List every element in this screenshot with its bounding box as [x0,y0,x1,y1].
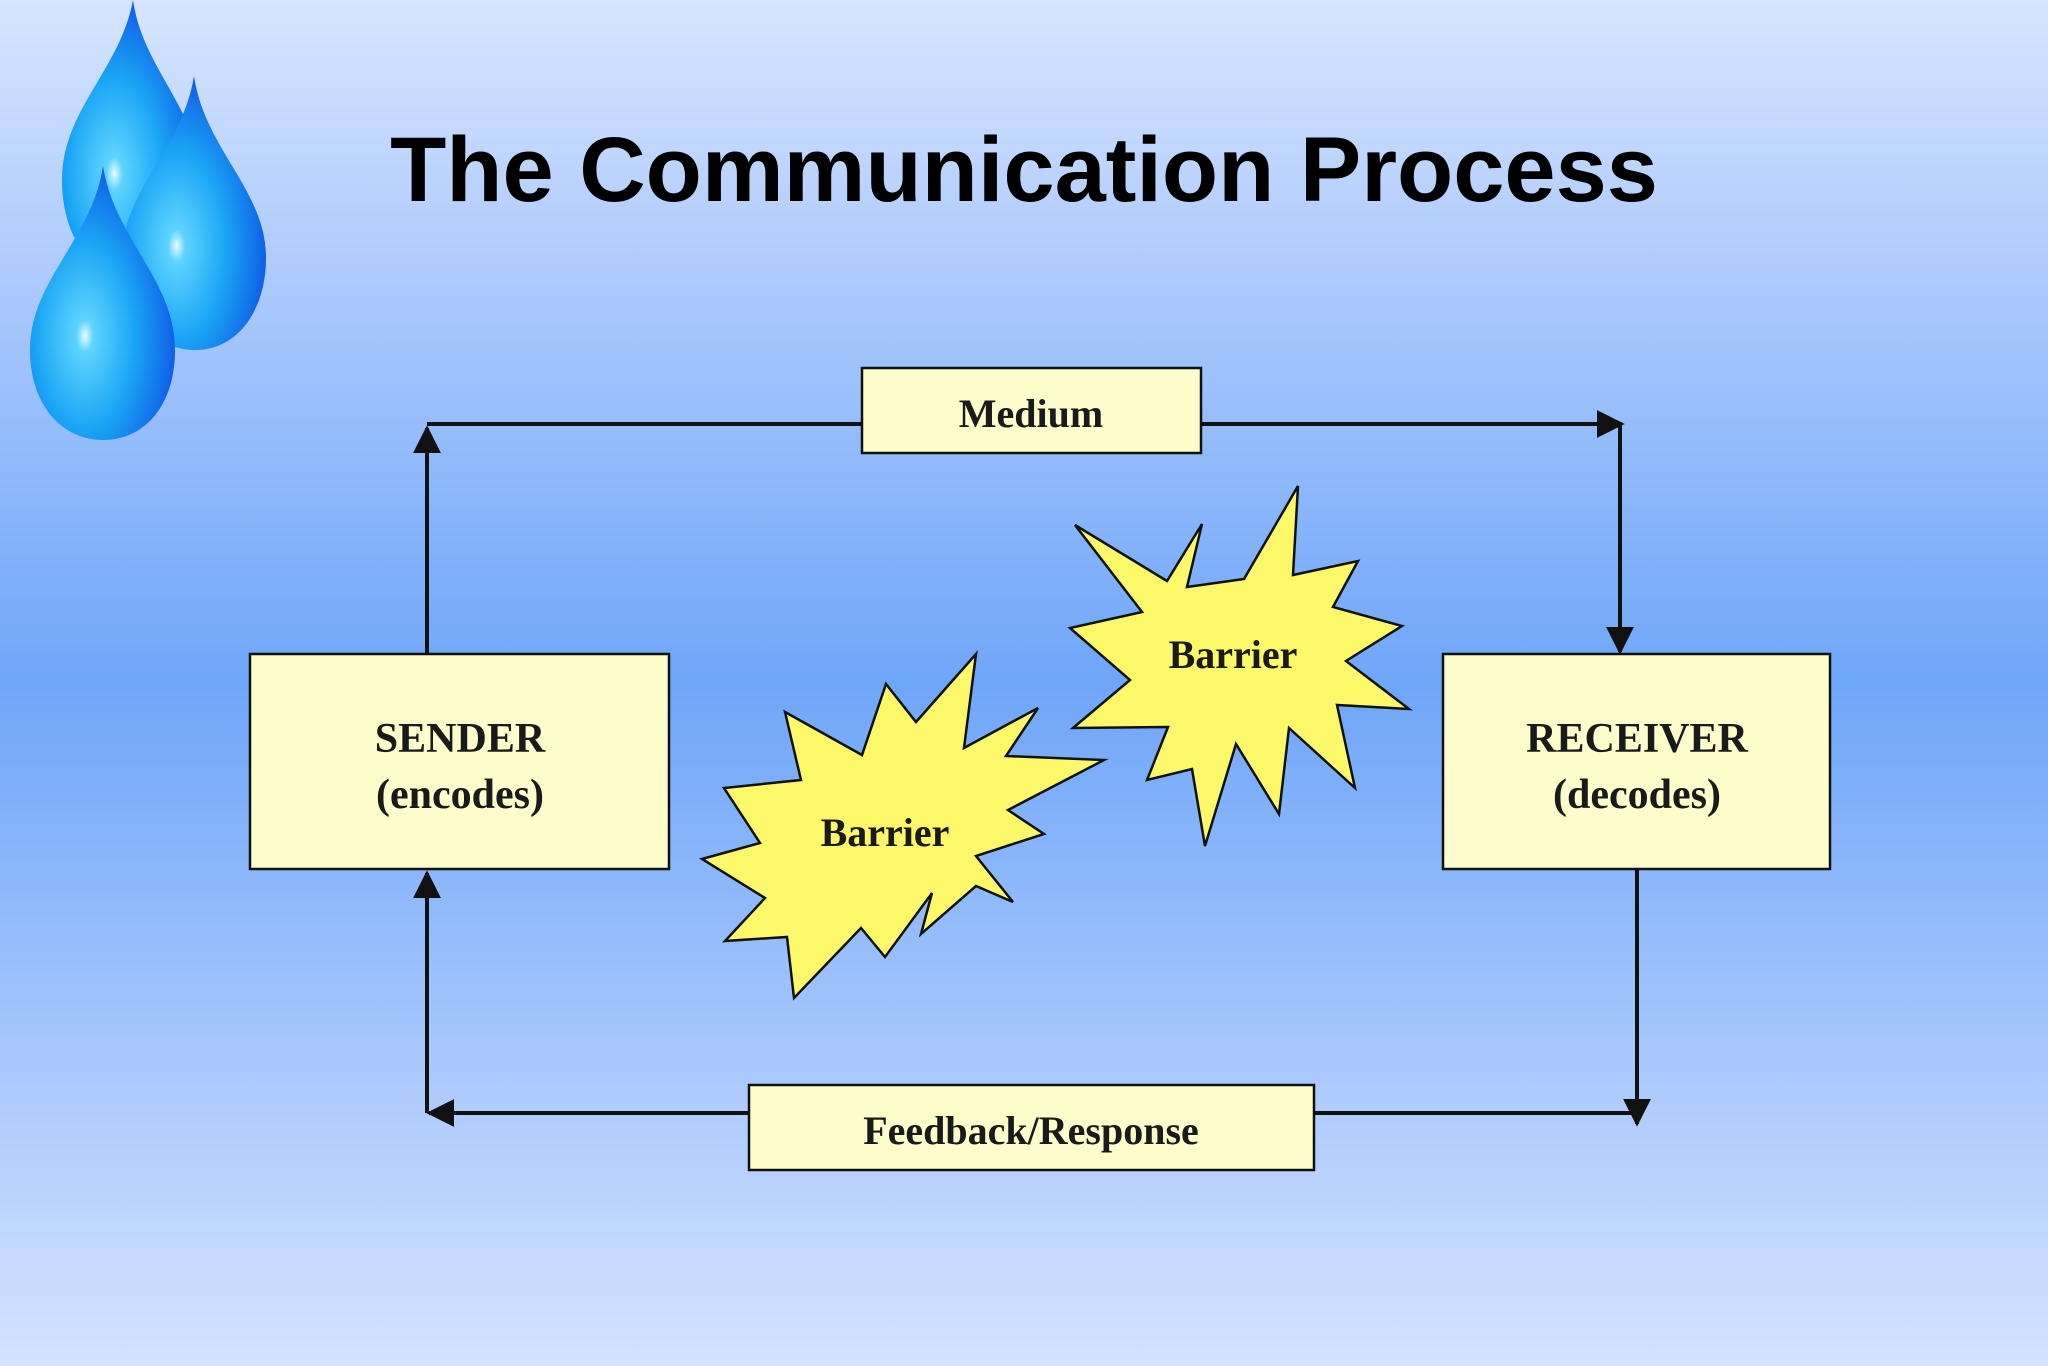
sender-title: SENDER [375,716,546,762]
sender-node: SENDER (encodes) [248,652,671,871]
receiver-node: RECEIVER (decodes) [1441,652,1832,871]
receiver-subtitle: (decodes) [1553,772,1721,818]
barrier-label-2: Barrier [1169,632,1298,677]
receiver-box [1441,652,1832,871]
medium-label: Medium [959,391,1103,436]
medium-node: Medium [860,366,1203,455]
medium-box [860,366,1203,455]
sender-subtitle: (encodes) [376,772,544,818]
receiver-title: RECEIVER [1526,716,1748,762]
barrier-burst-1: Barrier [698,650,1109,1001]
page-title: The Communication Process [390,119,1658,221]
sender-box [248,652,671,871]
feedback-node: Feedback/Response [747,1083,1316,1172]
water-drop-middle [122,76,266,350]
feedback-box [747,1083,1316,1172]
water-drop-front [30,166,175,440]
barrier-label-1: Barrier [821,810,950,855]
water-drops-icon [30,0,266,440]
feedback-label: Feedback/Response [863,1108,1199,1153]
burst-shape-1 [698,650,1109,1001]
burst-shape-2 [1067,485,1413,847]
barrier-burst-2: Barrier [1067,485,1413,847]
